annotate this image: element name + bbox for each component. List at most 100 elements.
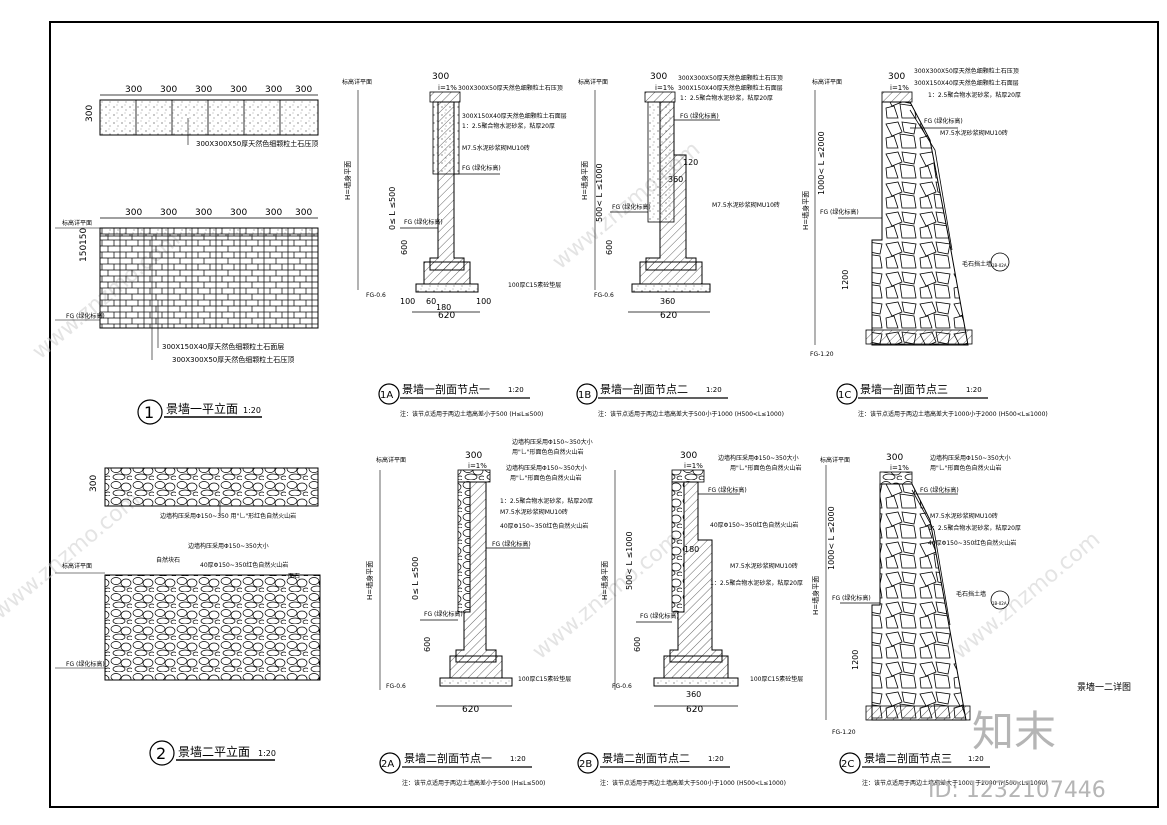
svg-text:300: 300: [160, 208, 177, 218]
svg-text:300: 300: [85, 105, 95, 122]
svg-text:2A: 2A: [381, 759, 394, 770]
sheet-title: 景墙一二详图: [1077, 681, 1131, 693]
svg-text:1:20: 1:20: [508, 386, 524, 394]
svg-text:FG (绿化标高): FG (绿化标高): [492, 540, 531, 548]
svg-text:用"乚"形面色色自然火山岩: 用"乚"形面色色自然火山岩: [510, 474, 582, 482]
svg-text:40厚Φ150~350红色自然火山岩: 40厚Φ150~350红色自然火山岩: [928, 539, 1016, 547]
svg-text:1B-02A: 1B-02A: [992, 263, 1007, 268]
section-2c: 标高详平面 H=墙身平面 1000< L ≤2000 1200 300 i=1%…: [811, 453, 1048, 787]
svg-text:H=墙身平面: H=墙身平面: [343, 161, 352, 200]
svg-text:1:20: 1:20: [706, 386, 722, 394]
svg-text:1：2.5聚合物水泥砂浆，粘厚20厚: 1：2.5聚合物水泥砂浆，粘厚20厚: [462, 122, 555, 130]
svg-text:1000< L ≤2000: 1000< L ≤2000: [817, 131, 826, 195]
svg-text:景墙一剖面节点三: 景墙一剖面节点三: [860, 382, 948, 396]
svg-text:1：2.5聚合物水泥砂浆，粘厚20厚: 1：2.5聚合物水泥砂浆，粘厚20厚: [710, 579, 803, 587]
svg-text:300: 300: [265, 85, 282, 95]
svg-text:FG (绿化标高): FG (绿化标高): [920, 486, 959, 494]
svg-text:60: 60: [426, 297, 436, 306]
svg-text:500< L ≤1000: 500< L ≤1000: [625, 531, 634, 590]
svg-text:FG (绿化标高): FG (绿化标高): [680, 112, 719, 120]
svg-text:注：该节点适用于两边土墙高差大于1000 于2000 (H5: 注：该节点适用于两边土墙高差大于1000 于2000 (H500<L≤1000): [862, 779, 1048, 787]
svg-text:1B-02A: 1B-02A: [992, 601, 1007, 606]
svg-text:300: 300: [295, 85, 312, 95]
svg-text:620: 620: [686, 705, 703, 715]
svg-text:1：2.5聚合物水泥砂浆，粘厚20厚: 1：2.5聚合物水泥砂浆，粘厚20厚: [928, 524, 1021, 532]
svg-text:毛石挡土墙: 毛石挡土墙: [962, 260, 992, 268]
svg-text:2: 2: [156, 744, 166, 763]
svg-text:360: 360: [660, 297, 675, 306]
svg-text:标高详平面: 标高详平面: [342, 78, 372, 86]
svg-text:FG-0.6: FG-0.6: [594, 292, 614, 299]
svg-text:1:20: 1:20: [258, 749, 276, 758]
svg-text:标高详平面: 标高详平面: [376, 456, 406, 464]
svg-text:注：该节点适用于两边土墙高差大于500小于1000 (H50: 注：该节点适用于两边土墙高差大于500小于1000 (H500<L≤1000): [598, 410, 784, 418]
svg-text:300X300X50厚天然色细颗粒土石压顶: 300X300X50厚天然色细颗粒土石压顶: [196, 139, 318, 148]
svg-text:1:20: 1:20: [510, 755, 526, 763]
svg-text:300X150X40厚天然色细颗粒土石面层: 300X150X40厚天然色细颗粒土石面层: [678, 84, 783, 92]
svg-text:360: 360: [668, 175, 683, 184]
svg-text:i=1%: i=1%: [890, 84, 909, 92]
svg-text:100: 100: [476, 297, 491, 306]
detail-marker-1: [137, 399, 163, 425]
svg-text:景墙一平立面: 景墙一平立面: [166, 401, 238, 416]
svg-text:FG-1.20: FG-1.20: [810, 351, 834, 358]
svg-text:M7.5水泥砂浆砌MU10砖: M7.5水泥砂浆砌MU10砖: [940, 129, 1008, 137]
svg-text:300X300X50厚天然色细颗粒土石压顶: 300X300X50厚天然色细颗粒土石压顶: [914, 67, 1019, 75]
svg-text:边墙构压采用Φ150~350大小: 边墙构压采用Φ150~350大小: [512, 438, 593, 446]
svg-text:注：该节点适用于两边土墙高差小于500 (H≤L≤500): 注：该节点适用于两边土墙高差小于500 (H≤L≤500): [402, 779, 545, 787]
svg-text:180: 180: [684, 545, 699, 554]
svg-text:300: 300: [230, 208, 247, 218]
svg-text:1C: 1C: [838, 390, 851, 401]
svg-text:300: 300: [432, 72, 449, 82]
svg-text:1:20: 1:20: [968, 755, 984, 763]
svg-text:1:20: 1:20: [708, 755, 724, 763]
svg-text:300: 300: [465, 451, 482, 461]
sheet-border: [49, 21, 1159, 808]
svg-text:600: 600: [633, 637, 642, 652]
svg-text:景墙二剖面节点一: 景墙二剖面节点一: [404, 751, 492, 765]
svg-text:景墙二平立面: 景墙二平立面: [178, 744, 250, 759]
svg-text:1200: 1200: [841, 270, 850, 290]
svg-text:H=墙身平面: H=墙身平面: [600, 561, 609, 600]
detail-marker-2: [149, 740, 175, 766]
svg-text:FG (绿化标高): FG (绿化标高): [820, 208, 859, 216]
svg-text:2B: 2B: [579, 759, 592, 770]
svg-text:FG (绿化标高): FG (绿化标高): [832, 594, 871, 602]
svg-text:40厚Φ150~350红色自然火山岩: 40厚Φ150~350红色自然火山岩: [710, 521, 798, 529]
svg-text:H=墙身平面: H=墙身平面: [801, 191, 810, 230]
svg-text:620: 620: [438, 311, 455, 321]
svg-text:620: 620: [660, 311, 677, 321]
svg-text:1200: 1200: [851, 650, 860, 670]
svg-text:500< L ≤1000: 500< L ≤1000: [595, 163, 604, 222]
svg-text:0≤ L ≤500: 0≤ L ≤500: [388, 187, 397, 230]
svg-text:边墙构压采用Φ150~350大小: 边墙构压采用Φ150~350大小: [718, 454, 799, 462]
svg-text:100厚C15素砼垫层: 100厚C15素砼垫层: [508, 281, 561, 289]
svg-text:景墙二剖面节点三: 景墙二剖面节点三: [864, 751, 952, 765]
svg-text:300: 300: [195, 85, 212, 95]
svg-text:300: 300: [888, 72, 905, 82]
svg-text:标高详平面: 标高详平面: [820, 456, 850, 464]
svg-text:300: 300: [230, 85, 247, 95]
svg-text:标高详平面: 标高详平面: [62, 562, 92, 570]
svg-text:300: 300: [650, 72, 667, 82]
svg-text:300X300X50厚天然色细颗粒土石压顶: 300X300X50厚天然色细颗粒土石压顶: [678, 74, 783, 82]
svg-text:M7.5水泥砂浆砌MU10砖: M7.5水泥砂浆砌MU10砖: [930, 512, 998, 520]
svg-text:景墙二剖面节点二: 景墙二剖面节点二: [602, 751, 690, 765]
svg-text:300: 300: [160, 85, 177, 95]
svg-text:600: 600: [423, 637, 432, 652]
section-2a: 标高详平面 H=墙身平面 0≤ L ≤500 300 i=1% 边墙构压采用Φ1…: [365, 438, 593, 787]
svg-text:300X150X40厚天然色细颗粒土石面层: 300X150X40厚天然色细颗粒土石面层: [162, 342, 284, 351]
svg-text:600: 600: [400, 240, 409, 255]
svg-text:i=1%: i=1%: [684, 462, 703, 470]
svg-text:1：2.5聚合物水泥砂浆，粘厚20厚: 1：2.5聚合物水泥砂浆，粘厚20厚: [500, 497, 593, 505]
svg-text:1：2.5聚合物水泥砂浆，粘厚20厚: 1：2.5聚合物水泥砂浆，粘厚20厚: [680, 94, 773, 102]
svg-text:1000< L ≤2000: 1000< L ≤2000: [827, 506, 836, 570]
svg-text:300: 300: [125, 208, 142, 218]
svg-text:300: 300: [89, 475, 99, 492]
svg-text:M7.5水泥砂浆砌MU10砖: M7.5水泥砂浆砌MU10砖: [730, 562, 798, 570]
svg-text:自然块石: 自然块石: [156, 556, 180, 564]
svg-text:边墙构压采用Φ150~350大小: 边墙构压采用Φ150~350大小: [188, 542, 269, 550]
svg-text:600: 600: [605, 240, 614, 255]
svg-text:40厚Φ150~350红色自然火山岩: 40厚Φ150~350红色自然火山岩: [500, 522, 588, 530]
